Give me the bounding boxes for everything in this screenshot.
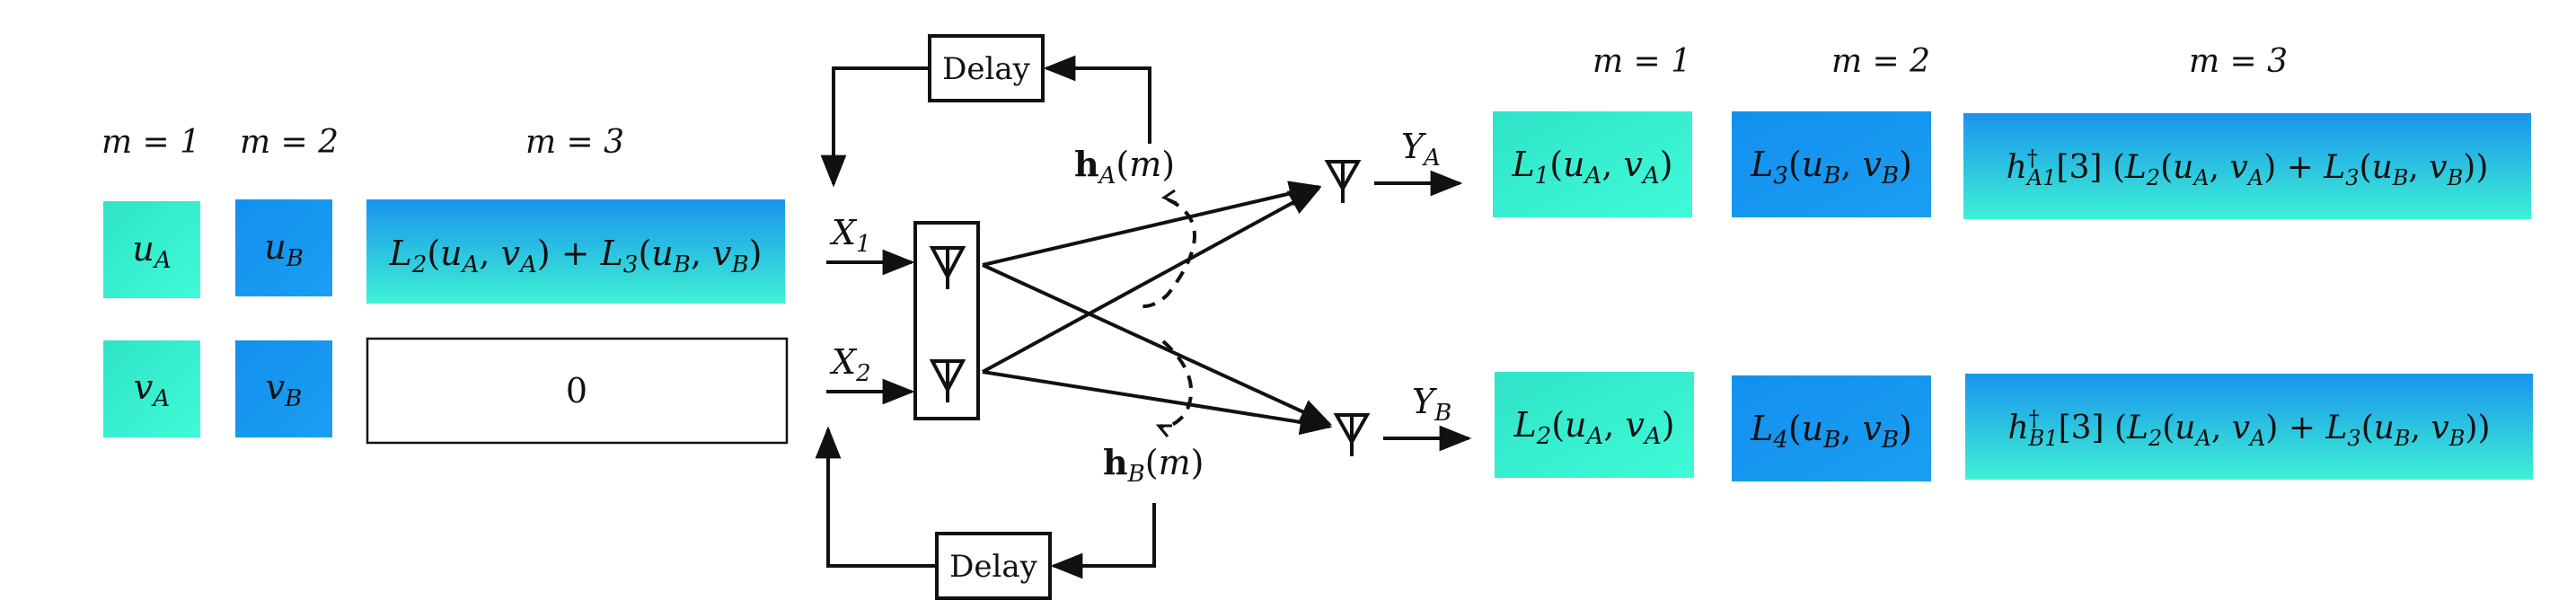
- channel-arc-A: [1135, 198, 1196, 309]
- left-header-m1: m = 1: [101, 124, 200, 161]
- left-cell-zero: [366, 337, 789, 445]
- label-x2: X2: [829, 342, 871, 387]
- left-header-m2: m = 2: [240, 124, 339, 161]
- left-header-m3: m = 3: [525, 124, 624, 161]
- label-x1: X1: [829, 213, 871, 258]
- tx-antenna-2-icon: [929, 359, 966, 402]
- path-tx2-rxB: [982, 370, 1333, 436]
- right-panel: m = 1 m = 2 m = 3 L1(uA, vA) L3(uB, vB) …: [1493, 43, 2533, 481]
- left-cell-vA: [103, 340, 200, 437]
- feedback-bottom-line-right: [1050, 503, 1156, 579]
- tx-antenna-1-icon: [929, 246, 966, 289]
- left-panel: m = 1 m = 2 m = 3 uA uB L2(uA, vA) + L3(…: [101, 124, 789, 445]
- delay-label-top: Delay: [942, 51, 1031, 87]
- right-cell-L2: [1495, 372, 1694, 478]
- left-cell-sum-label: L2(uA, vA) + L3(uB, vB): [389, 234, 763, 278]
- feedback-top-line-right: [1043, 55, 1151, 144]
- left-cell-zero-label: 0: [566, 371, 587, 410]
- right-cell-hB1: [1965, 374, 2533, 480]
- left-cell-sum: [366, 199, 785, 304]
- arc-B-arrowhead: [1155, 424, 1172, 437]
- delay-box-bottom: [935, 532, 1052, 600]
- right-cell-hB1-label: h†B1[3] (L2(uA, vA) + L3(uB, vB)): [2007, 406, 2490, 451]
- right-cell-L4: [1732, 375, 1931, 481]
- path-tx1-rxA: [982, 181, 1322, 267]
- right-cell-hA1: [1963, 113, 2531, 219]
- right-header-m2: m = 2: [1831, 43, 1930, 80]
- right-header-m1: m = 1: [1592, 43, 1691, 80]
- label-hA: hA(m): [1074, 144, 1175, 190]
- left-cell-vB: [235, 340, 332, 437]
- path-tx1-rxB: [982, 263, 1333, 426]
- left-cell-uB: [235, 199, 332, 296]
- right-cell-L1: [1493, 111, 1692, 217]
- delay-label-bottom: Delay: [949, 549, 1038, 585]
- rx-antenna-B-icon: [1333, 413, 1371, 456]
- right-cell-L3: [1732, 111, 1931, 217]
- feedback-top-line-left: [820, 66, 930, 188]
- label-yA: YA: [1401, 127, 1441, 172]
- right-header-m3: m = 3: [2189, 43, 2288, 80]
- feedback-bottom-line-left: [815, 426, 937, 568]
- channel-diagram: [815, 34, 1472, 600]
- right-cell-hA1-label: h†A1[3] (L2(uA, vA) + L3(uB, vB)): [2007, 146, 2489, 190]
- arc-A-arrowhead: [1160, 189, 1178, 205]
- rx-antenna-A-icon: [1324, 160, 1362, 203]
- label-yB: YB: [1412, 382, 1451, 427]
- left-cell-uA: [103, 201, 200, 298]
- channel-arc-B: [1160, 340, 1194, 428]
- label-hB: hB(m): [1103, 442, 1204, 488]
- path-tx2-rxA: [982, 187, 1322, 374]
